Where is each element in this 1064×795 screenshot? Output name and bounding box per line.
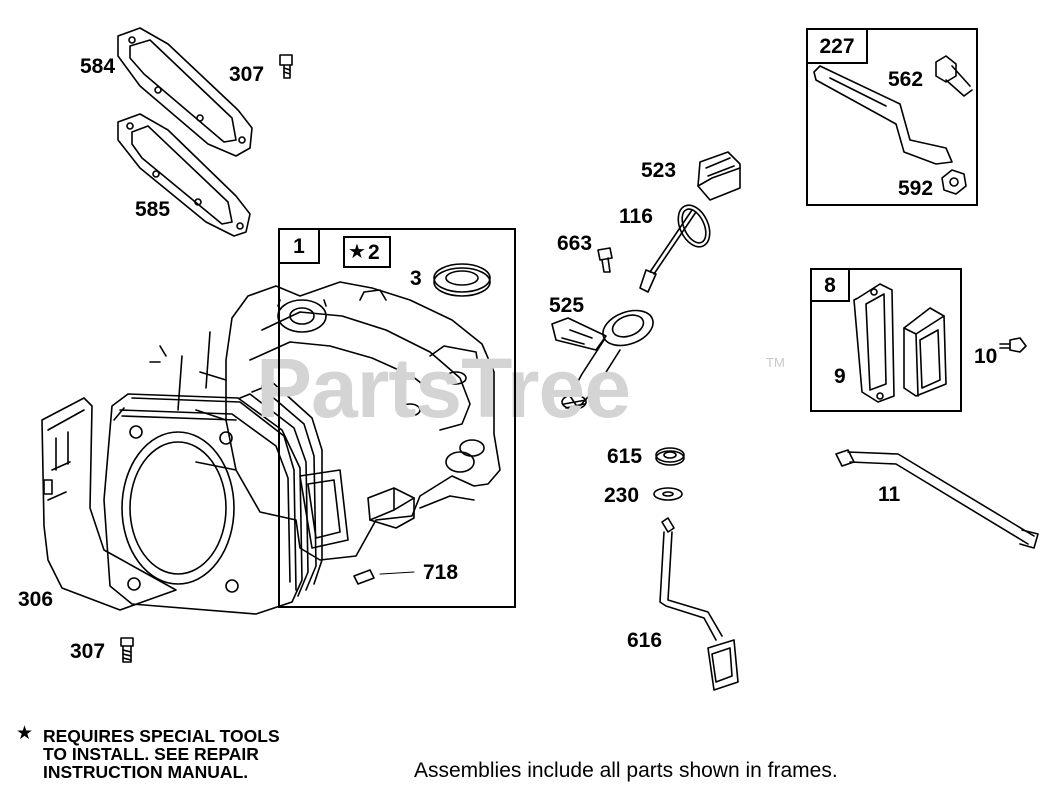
breather-cover <box>903 307 947 397</box>
callout-525: 525 <box>549 294 585 317</box>
assembly-number-227: 227 <box>806 28 868 64</box>
oil-seal-3 <box>433 263 491 297</box>
special-tools-part-box: ★ 2 <box>343 236 391 268</box>
bracket-227 <box>813 65 953 165</box>
callout-616: 616 <box>627 629 663 652</box>
rocker-cover-gasket-584 <box>117 27 253 157</box>
screw-663 <box>597 247 613 273</box>
callout-116: 116 <box>619 205 653 228</box>
callout-11: 11 <box>878 483 901 506</box>
seal-615 <box>655 447 685 466</box>
assemblies-note: Assemblies include all parts shown in fr… <box>414 759 838 782</box>
watermark: PartsTree <box>256 341 631 435</box>
callout-584: 584 <box>80 55 116 78</box>
part-number-2: 2 <box>368 241 380 264</box>
callout-592: 592 <box>898 177 934 200</box>
air-guide-306 <box>41 397 177 611</box>
special-tools-line-2: TO INSTALL. SEE REPAIR <box>43 744 259 764</box>
assembly-number-8: 8 <box>810 268 850 302</box>
link-rod-11 <box>835 449 1039 549</box>
screw-307-top <box>279 54 293 79</box>
callout-10: 10 <box>974 345 998 368</box>
callout-307-top: 307 <box>229 63 265 86</box>
assembly-frame-8: 8 <box>810 268 962 412</box>
o-ring-116 <box>677 204 711 248</box>
cylinder-fins <box>103 381 323 615</box>
callout-718: 718 <box>423 561 459 584</box>
star-icon: ★ <box>348 241 366 263</box>
washer-230 <box>653 487 683 501</box>
watermark-trademark: TM <box>766 355 785 370</box>
assembly-frame-227: 227 <box>806 28 978 206</box>
cylinder-block <box>149 281 501 561</box>
assembly-frame-1: 1 ★ 2 <box>278 228 516 608</box>
callout-306: 306 <box>18 588 54 611</box>
special-tools-line-3: INSTRUCTION MANUAL. <box>43 762 249 782</box>
screw-10 <box>999 337 1027 353</box>
special-tools-note: REQUIRES SPECIAL TOOLS TO INSTALL. SEE R… <box>43 727 280 781</box>
screw-562 <box>935 55 973 97</box>
footnote-star-icon: ★ <box>16 723 34 744</box>
special-tools-line-1: REQUIRES SPECIAL TOOLS <box>43 726 280 746</box>
dipstick-rod <box>639 209 697 293</box>
callout-585: 585 <box>135 198 171 221</box>
callout-9: 9 <box>834 365 846 388</box>
governor-shaft-616 <box>659 517 739 691</box>
callout-230: 230 <box>604 484 640 507</box>
gasket-585 <box>117 113 251 237</box>
callout-562: 562 <box>888 68 924 91</box>
oil-fill-tube-525 <box>551 309 654 410</box>
nut-592 <box>941 169 967 195</box>
callout-663: 663 <box>557 232 593 255</box>
breather-gasket-9 <box>853 283 895 403</box>
callout-523: 523 <box>641 159 677 182</box>
screw-307-bottom <box>120 637 134 663</box>
dowel-pin-718 <box>353 569 415 585</box>
assembly-number-1: 1 <box>278 228 320 264</box>
callout-615: 615 <box>607 445 643 468</box>
dipstick-cap-523 <box>697 151 741 201</box>
callout-307-bottom: 307 <box>70 640 106 663</box>
callout-3: 3 <box>410 267 422 290</box>
